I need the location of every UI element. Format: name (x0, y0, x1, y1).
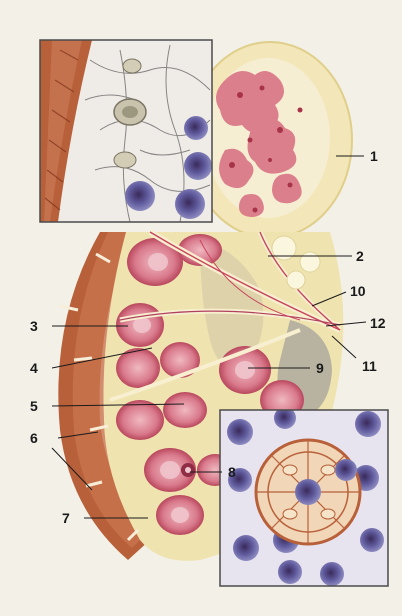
bottom-right-inset (220, 407, 388, 586)
thymic-corpuscle (181, 463, 195, 477)
label-9: 9 (316, 360, 324, 376)
label-1: 1 (370, 148, 378, 164)
corpuscle-detail (256, 440, 360, 544)
epithelial-nucleus (114, 99, 146, 125)
label-12: 12 (370, 315, 386, 331)
label-10: 10 (350, 283, 366, 299)
label-8: 8 (228, 464, 236, 480)
label-2: 2 (356, 248, 364, 264)
label-6: 6 (30, 430, 38, 446)
label-7: 7 (62, 510, 70, 526)
label-3: 3 (30, 318, 38, 334)
label-4: 4 (30, 360, 38, 376)
label-5: 5 (30, 398, 38, 414)
top-left-inset (40, 40, 212, 222)
label-11: 11 (362, 358, 377, 374)
